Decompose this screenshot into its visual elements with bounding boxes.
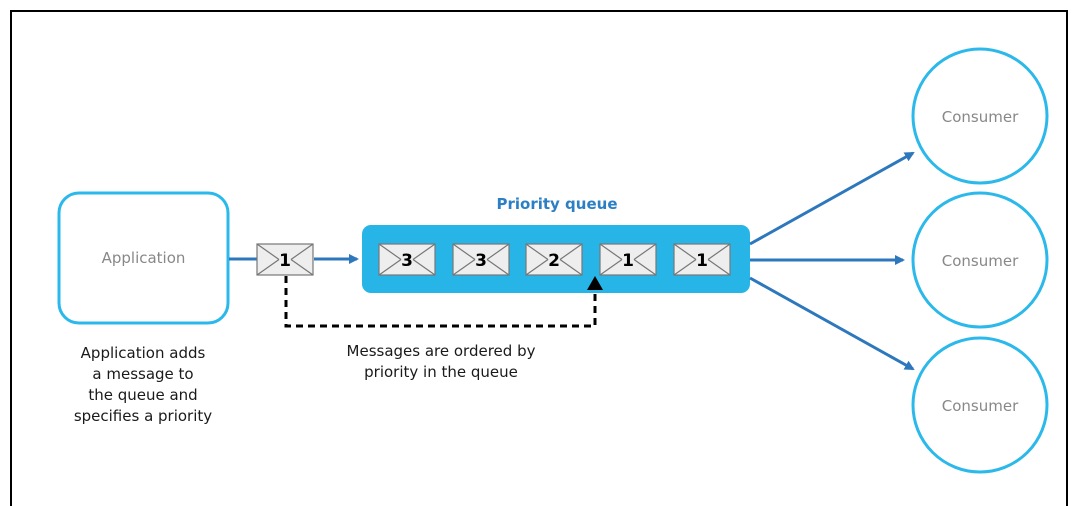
ordering-note-line-1: Messages are ordered by bbox=[347, 342, 536, 360]
queue-message: 1 bbox=[673, 243, 731, 276]
ordering-note-line-2: priority in the queue bbox=[364, 363, 518, 381]
envelope-icon bbox=[599, 243, 657, 276]
application-box bbox=[57, 191, 230, 325]
application-caption-line-1: Application adds bbox=[81, 344, 206, 362]
queue-message: 3 bbox=[452, 243, 510, 276]
application-label: Application bbox=[102, 249, 186, 267]
queue-message: 3 bbox=[378, 243, 436, 276]
application-caption: Application adds a message to the queue … bbox=[74, 344, 212, 425]
consumer-node: Consumer bbox=[911, 191, 1049, 329]
queue-message-priority: 1 bbox=[622, 251, 634, 271]
consumer-label: Consumer bbox=[942, 397, 1019, 415]
envelope-icon bbox=[673, 243, 731, 276]
consumer-node: Consumer bbox=[911, 47, 1049, 185]
envelope-icon bbox=[378, 243, 436, 276]
queue-message-priority: 3 bbox=[401, 251, 413, 271]
queue-message-priority: 3 bbox=[475, 251, 487, 271]
application-caption-line-2: a message to bbox=[92, 365, 193, 383]
envelope-icon bbox=[256, 243, 314, 276]
frame-border bbox=[10, 10, 1068, 506]
consumer-label: Consumer bbox=[942, 252, 1019, 270]
queue-title: Priority queue bbox=[497, 195, 618, 213]
envelope-icon bbox=[452, 243, 510, 276]
queue-message-priority: 1 bbox=[696, 251, 708, 271]
application-node: Application bbox=[57, 191, 230, 325]
application-caption-line-3: the queue and bbox=[88, 386, 197, 404]
queue-message: 2 bbox=[525, 243, 583, 276]
consumer-node: Consumer bbox=[911, 336, 1049, 474]
envelope-icon bbox=[525, 243, 583, 276]
queue-message-priority: 2 bbox=[548, 251, 560, 271]
insert-arrowhead bbox=[587, 276, 603, 290]
arrow-queue-to-consumer-1 bbox=[749, 151, 915, 246]
queue-message: 1 bbox=[599, 243, 657, 276]
arrow-queue-to-consumer-3 bbox=[749, 276, 915, 371]
application-caption-line-4: specifies a priority bbox=[74, 407, 212, 425]
dashed-insert-path bbox=[284, 276, 597, 328]
consumer-circle bbox=[911, 47, 1049, 185]
consumer-label: Consumer bbox=[942, 108, 1019, 126]
incoming-message-priority: 1 bbox=[279, 251, 291, 271]
consumer-circle bbox=[911, 191, 1049, 329]
consumer-circle bbox=[911, 336, 1049, 474]
incoming-message-envelope: 1 bbox=[256, 243, 314, 276]
